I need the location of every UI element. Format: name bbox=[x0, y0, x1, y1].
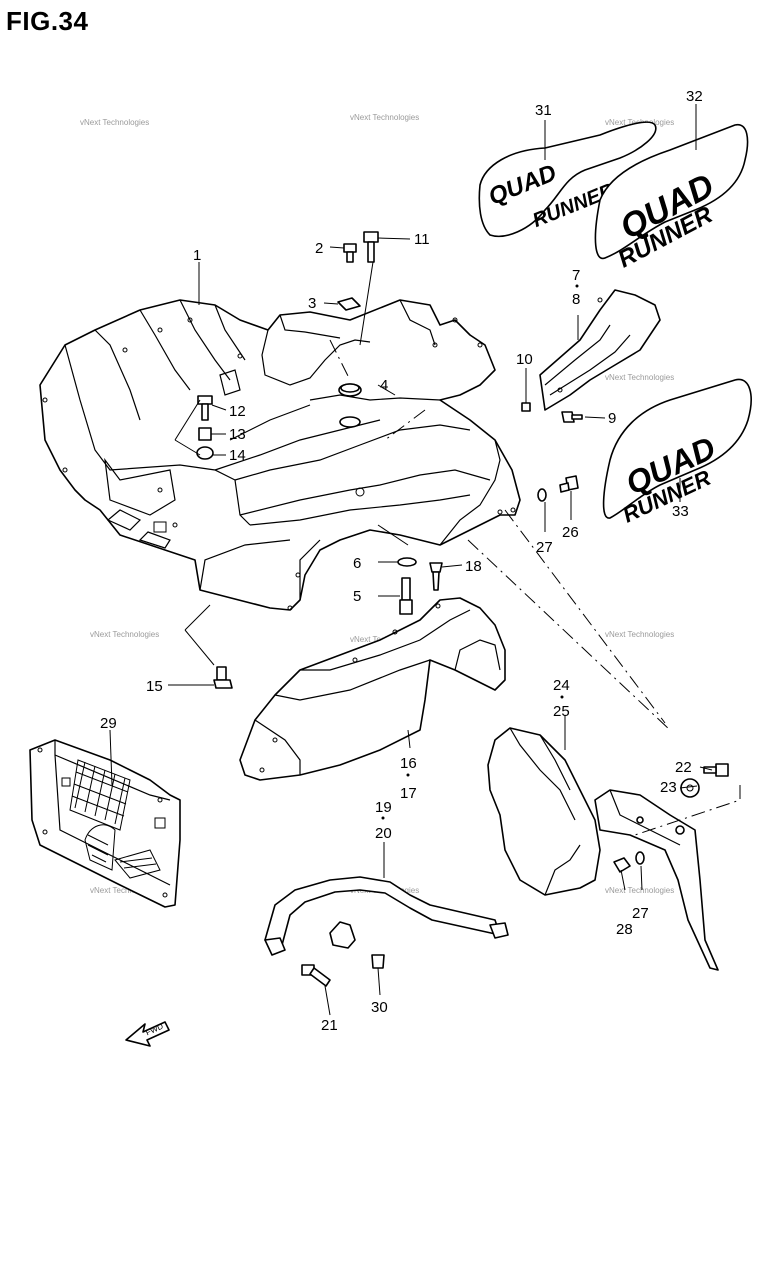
callout-3: 3 bbox=[308, 295, 316, 312]
callout-6: 6 bbox=[353, 555, 361, 572]
inner-fender-24[interactable] bbox=[487, 727, 601, 896]
callout-17: 17 bbox=[400, 785, 417, 802]
callout-24: 24 bbox=[553, 677, 570, 694]
callout-dots bbox=[381, 284, 579, 820]
clip-3-icon[interactable] bbox=[337, 297, 361, 311]
bolt-22-icon[interactable] bbox=[715, 763, 729, 777]
callout-25: 25 bbox=[553, 703, 570, 720]
callout-5: 5 bbox=[353, 588, 361, 605]
bracket-7[interactable] bbox=[539, 289, 661, 411]
callout-4: 4 bbox=[380, 377, 388, 394]
callout-32: 32 bbox=[686, 88, 703, 105]
figure-title: FIG.34 bbox=[6, 6, 89, 36]
bolt-15-icon[interactable] bbox=[216, 666, 227, 681]
leader-lines bbox=[109, 104, 741, 1016]
callout-10: 10 bbox=[516, 351, 533, 368]
collar-4-icon[interactable] bbox=[340, 383, 360, 393]
watermark: vNext Technologies bbox=[80, 118, 149, 127]
callout-13: 13 bbox=[229, 426, 246, 443]
bolt-2-icon[interactable] bbox=[343, 243, 357, 253]
screw-9-icon[interactable] bbox=[561, 411, 575, 423]
washer-27-icon[interactable] bbox=[635, 851, 645, 865]
mud-guard-16[interactable] bbox=[239, 597, 506, 781]
cap-30-icon[interactable] bbox=[371, 954, 385, 969]
mud-flap-29[interactable] bbox=[29, 739, 181, 908]
callout-28: 28 bbox=[616, 921, 633, 938]
rear-fender[interactable] bbox=[39, 299, 521, 611]
watermark: vNext Technologies bbox=[605, 886, 674, 895]
fasteners bbox=[196, 231, 729, 987]
bolt-11-icon[interactable] bbox=[363, 231, 379, 243]
callout-14: 14 bbox=[229, 447, 246, 464]
callout-33: 33 bbox=[672, 503, 689, 520]
washer-27-icon[interactable] bbox=[537, 488, 547, 502]
callout-1: 1 bbox=[193, 247, 201, 264]
nut-10-icon[interactable] bbox=[521, 402, 531, 412]
support-bar[interactable] bbox=[264, 876, 509, 956]
callout-2: 2 bbox=[315, 240, 323, 257]
fastener-18-icon[interactable] bbox=[429, 562, 443, 573]
nut-28-icon[interactable] bbox=[613, 857, 631, 873]
watermark: vNext Technologies bbox=[350, 113, 419, 122]
callout-9: 9 bbox=[608, 410, 616, 427]
bolt-5-icon[interactable] bbox=[401, 577, 411, 601]
callout-27-lower: 27 bbox=[632, 905, 649, 922]
watermark: vNext Technologies bbox=[605, 373, 674, 382]
callout-16: 16 bbox=[400, 755, 417, 772]
watermark: vNext Technologies bbox=[605, 630, 674, 639]
callout-20: 20 bbox=[375, 825, 392, 842]
washer-6-icon[interactable] bbox=[397, 557, 417, 567]
callout-26: 26 bbox=[562, 524, 579, 541]
callout-30: 30 bbox=[371, 999, 388, 1016]
callout-27: 27 bbox=[536, 539, 553, 556]
callout-18: 18 bbox=[465, 558, 482, 575]
callout-12: 12 bbox=[229, 403, 246, 420]
fwd-arrow-icon: FWD bbox=[125, 1021, 170, 1047]
callout-23: 23 bbox=[660, 779, 677, 796]
bolt-12-icon[interactable] bbox=[197, 395, 213, 405]
callout-7: 7 bbox=[572, 267, 580, 284]
callout-11: 11 bbox=[414, 231, 430, 248]
callout-31: 31 bbox=[535, 102, 552, 119]
callout-19: 19 bbox=[375, 799, 392, 816]
grommet-14-icon[interactable] bbox=[196, 446, 214, 460]
spacer-13-icon[interactable] bbox=[198, 427, 212, 441]
callout-8: 8 bbox=[572, 291, 580, 308]
watermark: vNext Technologies bbox=[90, 630, 159, 639]
watermark: vNext Technologies bbox=[90, 886, 159, 895]
callout-15: 15 bbox=[146, 678, 163, 695]
callout-22: 22 bbox=[675, 759, 692, 776]
mudguard-bracket[interactable] bbox=[594, 789, 719, 971]
callout-29: 29 bbox=[100, 715, 117, 732]
callouts: 1 2 3 4 5 6 7 8 9 10 11 12 13 14 15 16 1… bbox=[100, 88, 703, 1034]
callout-21: 21 bbox=[321, 1017, 338, 1034]
